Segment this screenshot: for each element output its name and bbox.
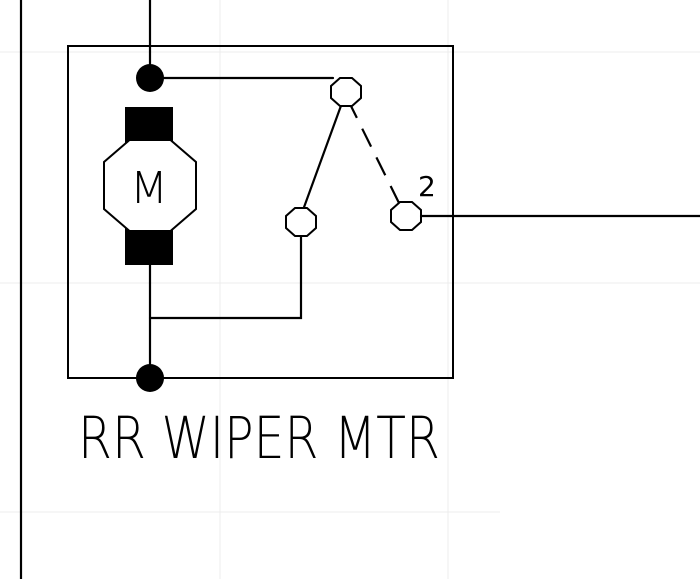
switch-dashed-blade	[347, 99, 401, 206]
motor-symbol-label: M	[130, 163, 168, 214]
park-contact-wire	[148, 234, 303, 320]
component-label: RR WIPER MTR	[78, 404, 440, 472]
lower-junction-dot	[136, 364, 164, 392]
motor-lower-brush	[125, 227, 173, 265]
switch-blade	[301, 90, 348, 212]
motor-body	[103, 139, 197, 232]
switch-pivot-contact	[330, 77, 362, 107]
switch-park-contact	[285, 207, 317, 237]
switch-terminal-contact	[390, 201, 422, 231]
motor-upper-brush	[125, 107, 173, 145]
terminal-2-label: 2	[418, 170, 436, 203]
component-box	[67, 45, 454, 379]
